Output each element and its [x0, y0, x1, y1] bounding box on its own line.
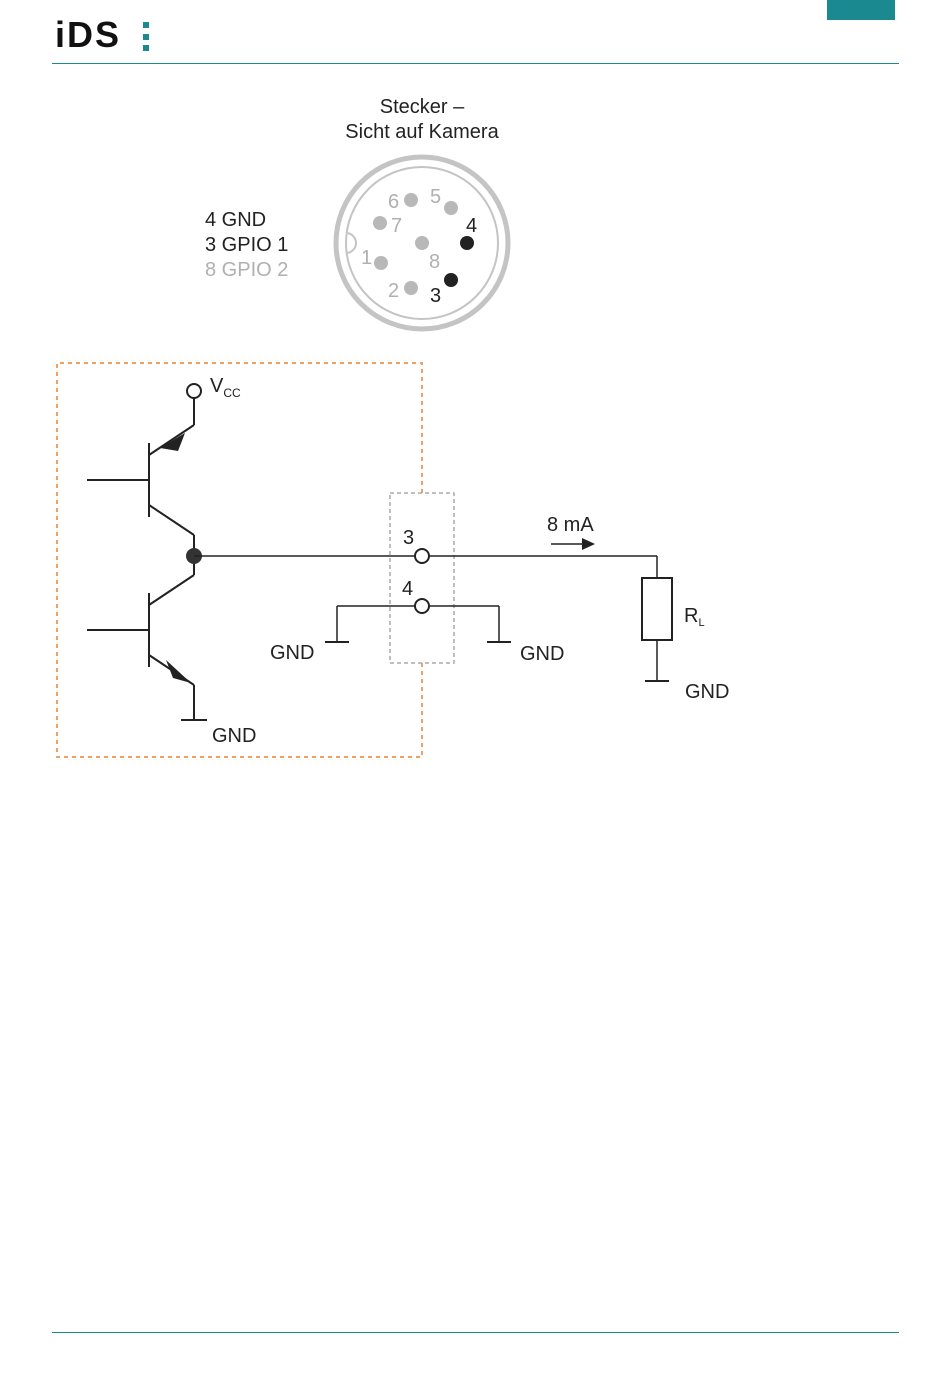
pin-5-label: 5 [430, 186, 441, 208]
rl-label: RL [684, 605, 705, 629]
connector-box [390, 493, 454, 663]
connector-title-line2: Sicht auf Kamera [345, 121, 499, 143]
pin-2-dot [404, 281, 418, 295]
camera-boundary-box [57, 363, 422, 757]
pin-8-dot [415, 236, 429, 250]
current-label: 8 mA [547, 514, 594, 536]
connector-title-line1: Stecker – [380, 96, 465, 118]
legend-gpio1: 3 GPIO 1 [205, 234, 288, 256]
pin-6-label: 6 [388, 191, 399, 213]
gnd-transistor-label: GND [212, 725, 256, 747]
pin-3-terminal [415, 549, 429, 563]
load-resistor [642, 578, 672, 640]
gnd-right-label: GND [520, 643, 564, 665]
pin-4-label: 4 [466, 215, 477, 237]
current-arrow-head [582, 538, 595, 550]
pin-4-terminal [415, 599, 429, 613]
connector-key-notch [346, 233, 356, 253]
legend-gpio2: 8 GPIO 2 [205, 259, 288, 281]
gnd-left-label: GND [270, 642, 314, 664]
lower-transistor [87, 556, 207, 720]
connector-face: 6 5 7 4 1 8 2 3 [336, 157, 508, 329]
pin-5-dot [444, 201, 458, 215]
vcc-label: VCC [210, 375, 241, 400]
pin-6-dot [404, 193, 418, 207]
pin-7-label: 7 [391, 215, 402, 237]
upper-emitter-arrow [160, 433, 185, 451]
pin-4-dot [460, 236, 474, 250]
pin-1-label: 1 [361, 247, 372, 269]
pin-3-circuit-label: 3 [403, 527, 414, 549]
upper-transistor [87, 398, 194, 556]
pin-7-dot [373, 216, 387, 230]
pin-2-label: 2 [388, 280, 399, 302]
pin-3-label: 3 [430, 285, 441, 307]
pin-8-label: 8 [429, 251, 440, 273]
pin-4-circuit-label: 4 [402, 578, 413, 600]
legend-gnd: 4 GND [205, 209, 266, 231]
vcc-terminal [187, 384, 201, 398]
gnd-load-label: GND [685, 681, 729, 703]
pin-3-dot [444, 273, 458, 287]
pin-1-dot [374, 256, 388, 270]
